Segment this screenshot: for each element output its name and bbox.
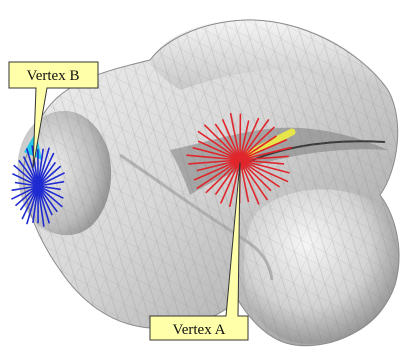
vertex-a-spoke: [239, 135, 277, 161]
vertex-a-spoke: [239, 159, 289, 183]
vertex-a-spoke: [239, 159, 290, 174]
vertex-b-spoke: [18, 159, 39, 187]
vertex-b-callout-box: [8, 61, 99, 169]
vertex-b-spoke: [25, 148, 39, 187]
vertex-a-spoke: [186, 154, 241, 161]
vertex-b-label: Vertex B: [27, 68, 80, 84]
vertex-a-spoke: [239, 159, 250, 203]
vertex-b-spoke: [37, 185, 51, 224]
vertex-b-spoke: [37, 185, 61, 191]
vertex-b-spoke: [37, 148, 44, 187]
vertex-a-spoke: [192, 146, 241, 161]
vertex-b-spoke: [37, 180, 65, 187]
vertex-b-spoke: [37, 185, 45, 227]
model-mesh-overlay: [23, 19, 400, 346]
vertex-a-spoke: [239, 159, 281, 188]
vertex-b-fan-icon: [11, 145, 65, 227]
vertex-a-spoke: [239, 126, 276, 161]
vertex-a-spoke: [239, 138, 288, 161]
vertex-a-callout: Vertex A: [149, 161, 249, 341]
vertex-a-spoke: [239, 118, 270, 161]
vertex-a-spoke: [214, 123, 241, 161]
vertex-b-spoke: [37, 165, 62, 187]
vertex-b-spoke: [11, 185, 39, 192]
vertex-b-center: [35, 183, 41, 189]
vertex-b-spoke: [37, 147, 50, 187]
vertex-b-spoke: [37, 152, 55, 187]
vertex-a-spoke: [196, 159, 241, 172]
vertex-b-spoke: [14, 185, 39, 207]
vertex-b-spoke: [21, 185, 39, 220]
vertex-a-spoke: [239, 146, 292, 161]
vertex-a-spoke: [193, 159, 241, 181]
vertex-a-spoke: [219, 159, 241, 204]
vertex-a-spoke: [196, 159, 241, 190]
vertex-b-spoke: [37, 161, 57, 187]
vertex-a-spoke: [239, 159, 272, 192]
vertex-b-spoke: [32, 185, 39, 224]
vertex-a-spoke: [203, 124, 241, 161]
vertex-b-spoke: [12, 172, 39, 187]
vertex-a-callout-box: [149, 161, 249, 341]
vertex-a-spoke: [188, 159, 241, 165]
vertex-b-spoke: [37, 185, 53, 216]
vertex-a-center: [237, 157, 243, 163]
vertex-b-spoke: [19, 185, 39, 211]
model-outline: [22, 19, 400, 347]
vertex-a-spoke: [214, 159, 241, 195]
vertex-a-spoke: [239, 117, 260, 161]
vertex-b-spoke: [13, 164, 39, 187]
vertex-a-spoke: [228, 159, 241, 207]
vertex-a-spoke: [229, 112, 241, 161]
vertex-a-spoke: [205, 159, 241, 194]
vertex-a-spoke: [239, 159, 269, 201]
vertex-b-spoke: [37, 172, 65, 187]
vertex-a-spoke: [239, 155, 289, 161]
vertex-a-spoke: [197, 140, 241, 161]
vertex-b-spoke: [37, 185, 58, 213]
vertex-b-spoke: [37, 185, 63, 208]
vertex-a-label: Vertex A: [173, 322, 226, 338]
vertex-b-spoke: [31, 145, 39, 187]
vertex-b-spoke: [26, 185, 39, 225]
vertex-b-spoke: [22, 156, 39, 187]
vertex-a-spoke: [239, 120, 250, 161]
vertex-a-spoke: [197, 130, 241, 161]
vertex-b-callout: Vertex B: [8, 61, 99, 169]
vertex-b-spoke: [11, 185, 39, 200]
vertex-b-spoke: [14, 181, 39, 187]
vertex-a-spoke: [239, 159, 260, 205]
vertex-a-spoke: [221, 118, 241, 161]
vertex-b-spoke: [37, 185, 64, 199]
vertex-a-spoke: [239, 159, 285, 165]
